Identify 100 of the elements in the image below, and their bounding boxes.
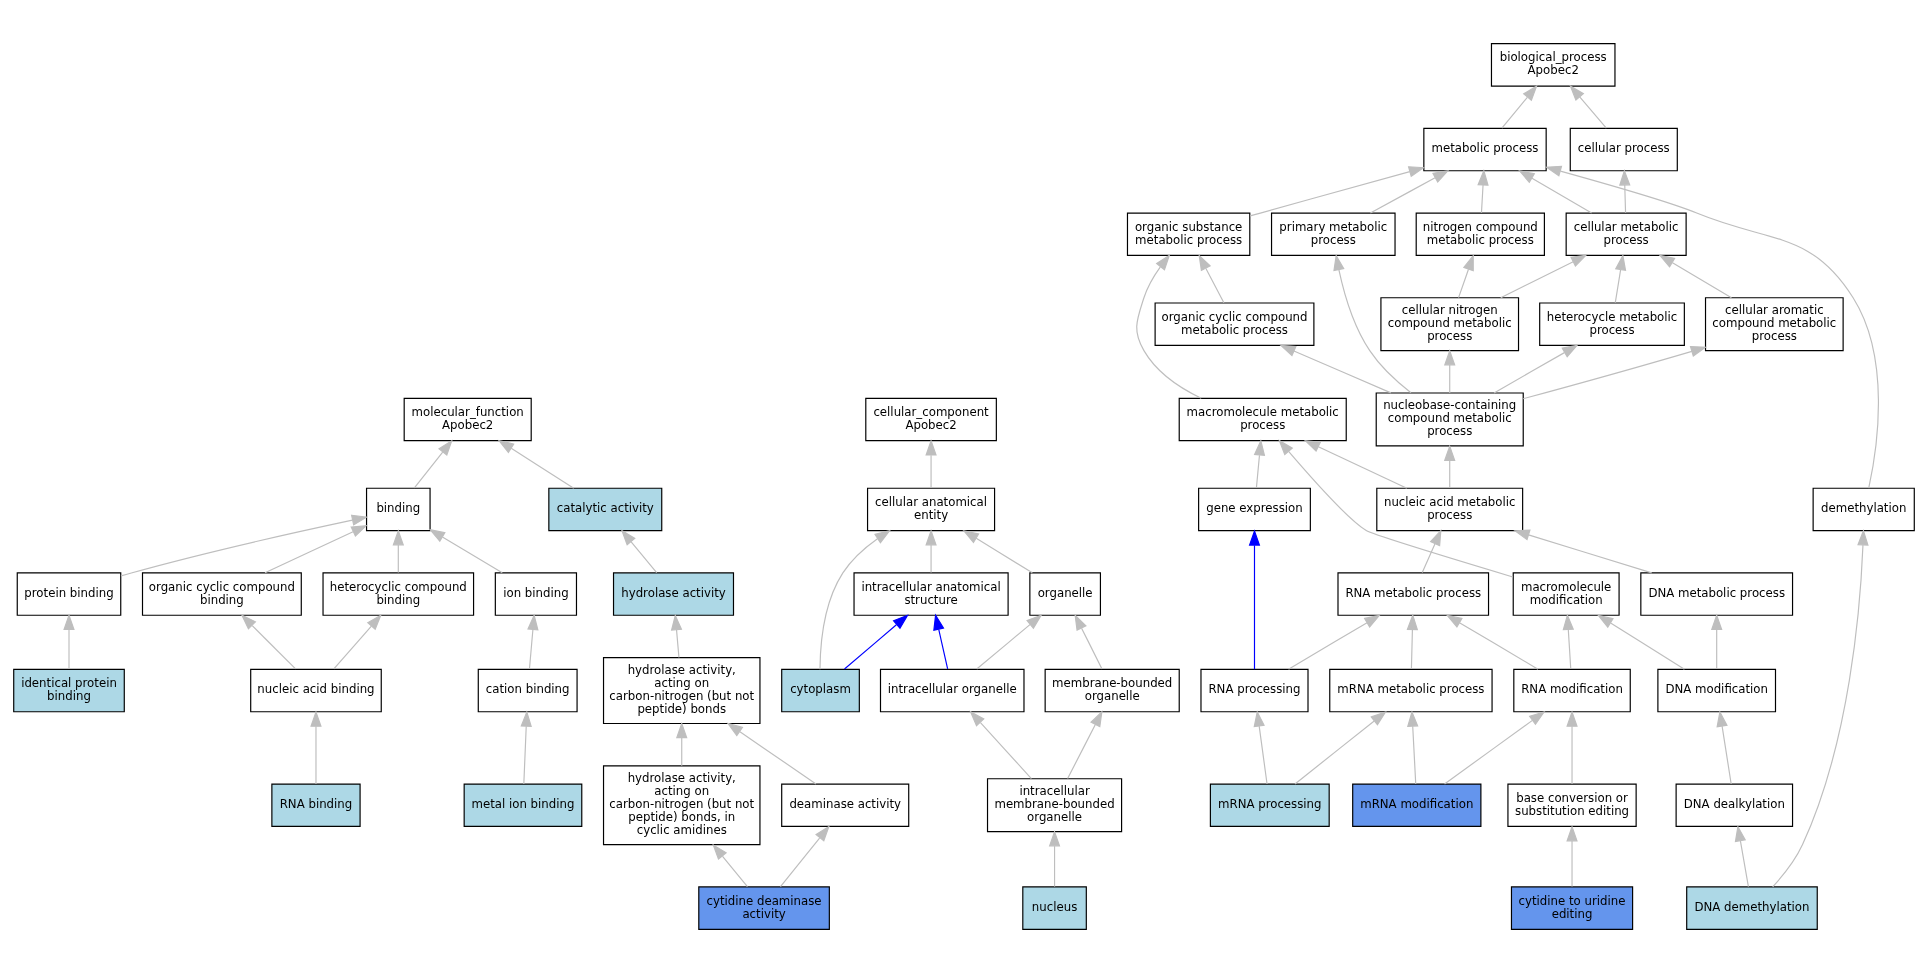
arrow [925,439,937,489]
arrow [670,613,683,659]
node-box: cytidine to uridine editing [1510,886,1634,930]
arrow [1710,613,1723,670]
arrow [1566,710,1578,785]
arrow [1518,170,1593,214]
arrow [1614,253,1627,304]
node-box: RNA processing [1200,668,1309,713]
arrow [1569,84,1607,129]
node-box: binding [365,487,431,532]
arrow [1443,348,1456,394]
arrow [1458,254,1474,299]
arrow [726,722,817,785]
arrow [1544,165,1879,489]
arrow [843,614,909,670]
arrow [527,613,539,670]
arrow [1248,529,1261,670]
node-box: heterocycle metabolic process [1539,302,1685,346]
node-box: ion binding [494,572,578,616]
arrow [1443,444,1456,489]
arrow [264,524,368,574]
arrow [962,529,1033,574]
arrow [1500,254,1588,299]
node-box: identical protein binding [13,668,125,713]
arrow [1253,439,1266,489]
arrow [1445,614,1539,670]
arrow [333,614,382,670]
node-box: nucleobase-containing compound metabolic process [1375,392,1524,447]
node-box: cellular aromatic compound metabolic process [1704,297,1844,352]
node-box: cellular_component Apobec2 [865,397,997,442]
arrow [63,613,75,670]
node-box: cellular metabolic process [1565,212,1687,256]
node-box: biological_process Apobec2 [1490,43,1616,87]
node-box: protein binding [16,572,122,616]
arrow [1477,169,1489,214]
arrow [1253,710,1268,785]
arrow [779,825,830,888]
arrow [712,843,748,888]
node-box: intracellular organelle [879,668,1025,713]
node-box: macromolecule modification [1512,572,1620,616]
node-box: cellular process [1569,127,1678,172]
arrow [1501,84,1538,129]
arrow [1562,613,1575,670]
arrow [520,710,532,785]
node-box: DNA modification [1657,668,1777,713]
node-box: deaminase activity [781,783,910,827]
arrow [1443,710,1546,785]
arrow [1279,344,1392,394]
node-box: RNA metabolic process [1337,572,1490,616]
arrow [1407,710,1419,785]
arrow [1333,253,1412,394]
arrow [1249,166,1426,217]
node-box: metal ion binding [463,783,583,827]
arrow [428,528,503,574]
arrow [1369,170,1450,214]
node-box: cellular anatomical entity [866,487,996,532]
arrow [969,710,1032,780]
node-box: mRNA modification [1352,783,1482,827]
node-box: cytoplasm [781,668,860,713]
arrow [933,613,949,670]
arrow [819,529,892,670]
arrow [620,529,658,574]
node-box: organic cyclic compound metabolic process [1154,302,1315,346]
node-box: nucleus [1022,886,1087,930]
arrow [675,721,688,767]
node-box: organic cyclic compound binding [141,572,302,616]
arrow [1658,254,1733,299]
arrow [1716,710,1732,785]
arrow [1734,824,1749,888]
arrow [1136,254,1202,399]
arrow [1067,710,1103,780]
arrow [1566,824,1578,888]
arrow [1287,614,1381,670]
arrow [120,514,369,577]
node-box: gene expression [1198,487,1311,532]
arrow [497,439,575,489]
node-box: base conversion or substitution editing [1507,783,1637,827]
node-box: nitrogen compound metabolic process [1415,212,1545,256]
node-box: primary metabolic process [1270,212,1396,256]
node-box: hydrolase activity [612,572,735,616]
node-box: mRNA metabolic process [1329,668,1493,713]
arrow [976,614,1043,670]
node-box: metabolic process [1423,127,1547,172]
node-box: DNA metabolic process [1640,572,1794,616]
arrow [413,439,453,489]
node-box: molecular_function Apobec2 [403,397,532,442]
node-box: cation binding [477,668,578,713]
node-box: cellular nitrogen compound metabolic process [1380,297,1520,352]
arrow [1074,613,1103,670]
node-box: nucleic acid metabolic process [1376,487,1524,532]
arrow [1619,169,1631,214]
node-box: catalytic activity [548,487,663,532]
node-box: membrane-bounded organelle [1044,668,1180,713]
node-box: intracellular anatomical structure [853,572,1009,616]
arrow [1198,254,1225,304]
arrow [1513,529,1653,574]
node-box: cytidine deaminase activity [698,886,830,930]
node-box: nucleic acid binding [250,668,382,713]
node-box: demethylation [1812,487,1915,532]
arrow [1278,439,1514,578]
